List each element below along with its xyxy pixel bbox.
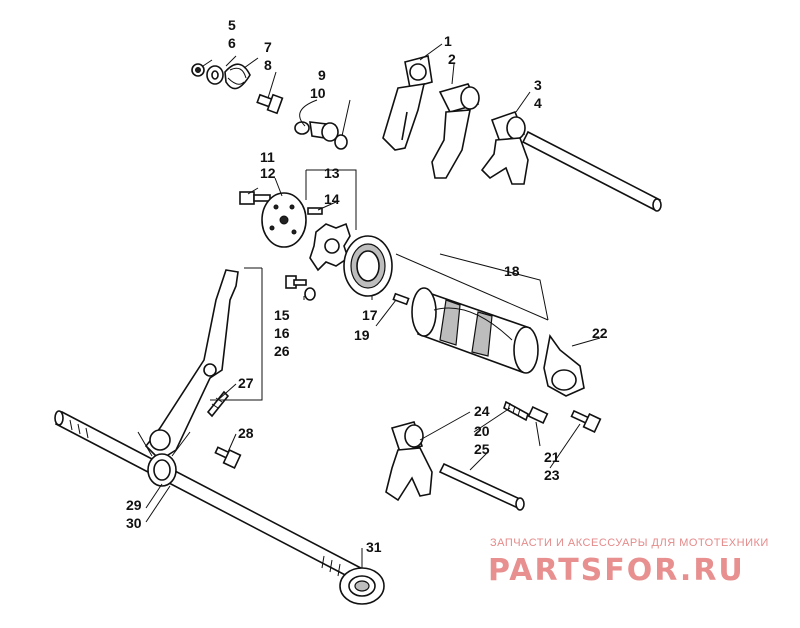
spring-27 [206, 390, 230, 418]
callout-7: 7 [264, 39, 272, 55]
callout-14: 14 [324, 191, 340, 207]
return-spring-29-30 [137, 431, 191, 487]
callout-9: 9 [318, 67, 326, 83]
callout-28: 28 [238, 425, 254, 441]
leader-lines [145, 43, 601, 568]
spring-21 [503, 400, 529, 422]
fork-shaft-lower [438, 462, 525, 511]
callout-22: 22 [592, 325, 608, 341]
callout-10: 10 [310, 85, 326, 101]
callout-16: 16 [274, 325, 290, 341]
star-wheel-13 [309, 222, 351, 272]
bearing-17 [343, 235, 393, 297]
callout-5: 5 [228, 17, 236, 33]
shift-fork-3 [480, 110, 529, 185]
segment-plate-12 [261, 192, 307, 248]
bolt-11 [239, 191, 271, 205]
callout-12: 12 [260, 165, 276, 181]
callout-20: 20 [474, 423, 490, 439]
callout-15: 15 [274, 307, 290, 323]
callout-13: 13 [324, 165, 340, 181]
oil-seal-31 [339, 567, 385, 605]
shift-arm-26 [144, 269, 239, 462]
callout-23: 23 [544, 467, 560, 483]
washer-5-6 [191, 63, 224, 85]
callout-11: 11 [260, 149, 275, 165]
callout-8: 8 [264, 57, 272, 73]
callout-26: 26 [274, 343, 290, 359]
bolt-23 [570, 409, 602, 433]
callout-24: 24 [474, 403, 490, 419]
callout-2: 2 [448, 51, 456, 67]
callout-6: 6 [228, 35, 236, 51]
shift-fork-2 [431, 83, 480, 179]
shift-drum-18 [411, 287, 539, 374]
callout-1: 1 [444, 33, 452, 49]
callout-25: 25 [474, 441, 490, 457]
callout-21: 21 [544, 449, 560, 465]
shift-fork-24 [385, 421, 433, 502]
stopper-lever-9-10 [294, 121, 348, 150]
pin-14 [307, 207, 323, 215]
bolt-8 [256, 93, 284, 115]
callout-17: 17 [362, 307, 378, 323]
shift-fork-1 [382, 55, 433, 151]
callout-3: 3 [534, 77, 542, 93]
gearshift-shaft [54, 410, 382, 592]
callout-19: 19 [354, 327, 370, 343]
plunger-20 [527, 406, 549, 424]
callout-29: 29 [126, 497, 142, 513]
spring-7 [224, 57, 259, 90]
callout-30: 30 [126, 515, 142, 531]
watermark: ЗАПЧАСТИ И АКСЕССУАРЫ ДЛЯ МОТОТЕХНИКИ PA… [488, 537, 769, 588]
bolt-28 [214, 446, 242, 469]
callout-27: 27 [238, 375, 254, 391]
callout-labels: 1 2 3 4 5 6 7 8 9 10 11 12 13 14 15 16 1… [126, 17, 608, 555]
stopper-plate-22 [543, 334, 585, 397]
callout-4: 4 [534, 95, 542, 111]
callout-31: 31 [366, 539, 382, 555]
pin-19 [392, 292, 410, 306]
callout-18: 18 [504, 263, 520, 279]
fork-shaft-upper [521, 130, 662, 212]
watermark-logo: PARTSFOR.RU [488, 553, 745, 588]
watermark-tagline: ЗАПЧАСТИ И АКСЕССУАРЫ ДЛЯ МОТОТЕХНИКИ [490, 537, 769, 549]
bolt-15-washer-16 [285, 275, 316, 301]
